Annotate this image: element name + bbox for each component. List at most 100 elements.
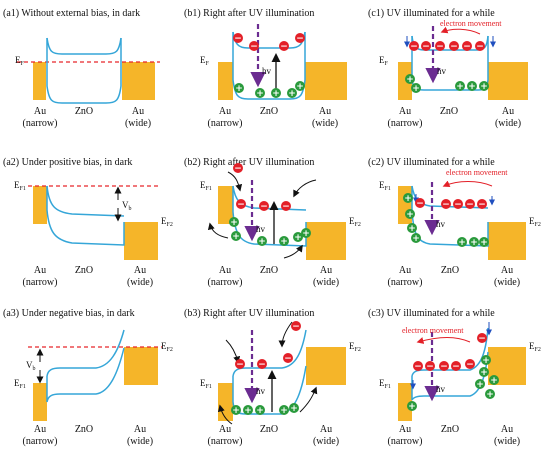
electron-sign: − bbox=[250, 42, 258, 52]
electron-sign: − bbox=[466, 360, 474, 370]
label-left-metal: Au bbox=[219, 265, 231, 276]
hole-sign: + bbox=[476, 380, 484, 390]
hole-sign: + bbox=[406, 75, 414, 85]
panel-b1: (b1) Right after UV illumination hv EF −… bbox=[184, 8, 347, 129]
label-left-metal: Au bbox=[34, 265, 46, 276]
hole-marker bbox=[403, 193, 413, 203]
hole-sign: + bbox=[486, 390, 494, 400]
hole-sign: + bbox=[406, 210, 414, 220]
electron-sign: − bbox=[440, 362, 448, 372]
electron-sign: − bbox=[282, 202, 290, 212]
fermi-label-left: EF1 bbox=[200, 378, 212, 390]
conduction-band bbox=[411, 327, 489, 377]
hole-sign: + bbox=[296, 82, 304, 92]
metal-left-narrow bbox=[218, 186, 233, 224]
label-left-width: (narrow) bbox=[388, 436, 423, 447]
hole-marker bbox=[293, 232, 303, 242]
hole-sign: + bbox=[302, 229, 310, 239]
hole-marker bbox=[301, 228, 311, 238]
hole-sign: + bbox=[412, 84, 420, 94]
hole-marker bbox=[467, 81, 477, 91]
label-right-width: (wide) bbox=[312, 118, 338, 129]
hole-sign: + bbox=[456, 82, 464, 92]
panel-b3: (b3) Right after UV illumination hv EF1 … bbox=[184, 308, 361, 447]
hole-marker bbox=[279, 236, 289, 246]
conduction-band bbox=[46, 37, 122, 55]
hole-marker bbox=[289, 403, 299, 413]
fermi-label-left: EF1 bbox=[14, 180, 26, 192]
electron-marker bbox=[462, 41, 472, 51]
label-right-metal: Au bbox=[502, 106, 514, 117]
label-semiconductor: ZnO bbox=[260, 265, 278, 276]
hole-sign: + bbox=[480, 238, 488, 248]
drift-arrow bbox=[207, 222, 229, 239]
panel-c3: (c3) UV illuminated for a while hv elect… bbox=[368, 308, 541, 447]
hole-marker bbox=[479, 81, 489, 91]
electron-sign: − bbox=[260, 202, 268, 212]
metal-left-narrow bbox=[398, 62, 412, 100]
metal-right-wide bbox=[124, 222, 158, 260]
hole-sign: + bbox=[490, 376, 498, 386]
hole-sign: + bbox=[408, 224, 416, 234]
fermi-label: EF bbox=[15, 55, 25, 67]
electron-marker bbox=[425, 361, 435, 371]
holes: ++++++ bbox=[407, 355, 499, 412]
fermi-label-right: EF2 bbox=[529, 216, 541, 228]
electron-sign: − bbox=[416, 199, 424, 209]
label-left-width: (narrow) bbox=[23, 118, 58, 129]
electron-sign: − bbox=[296, 34, 304, 44]
electron-movement-arrow bbox=[416, 337, 471, 344]
label-semiconductor: ZnO bbox=[260, 424, 278, 435]
electron-marker bbox=[279, 41, 289, 51]
hole-marker bbox=[295, 81, 305, 91]
hole-sign: + bbox=[470, 238, 478, 248]
electron-sign: − bbox=[478, 334, 486, 344]
hole-sign: + bbox=[232, 232, 240, 242]
hole-sign: + bbox=[468, 82, 476, 92]
label-left-width: (narrow) bbox=[23, 277, 58, 288]
electron-marker bbox=[439, 361, 449, 371]
panel-title: (a1) Without external bias, in dark bbox=[3, 8, 140, 19]
fermi-label-left: EF1 bbox=[14, 378, 26, 390]
electron-marker bbox=[291, 321, 301, 331]
hole-marker bbox=[287, 88, 297, 98]
label-right-metal: Au bbox=[134, 265, 146, 276]
fermi-label-right: EF2 bbox=[349, 216, 361, 228]
drift-arrow bbox=[283, 244, 303, 259]
drift-arrow bbox=[217, 404, 233, 425]
hole-sign: + bbox=[232, 406, 240, 416]
hole-marker bbox=[231, 231, 241, 241]
hole-marker bbox=[407, 223, 417, 233]
hv-label: hv bbox=[256, 386, 266, 396]
label-semiconductor: ZnO bbox=[440, 106, 458, 117]
panel-title: (c1) UV illuminated for a while bbox=[368, 8, 495, 19]
hole-sign: + bbox=[244, 406, 252, 416]
electron-marker bbox=[465, 199, 475, 209]
hv-label: hv bbox=[436, 384, 446, 394]
electron-marker bbox=[465, 359, 475, 369]
metal-right-wide bbox=[122, 62, 155, 100]
electron-marker bbox=[249, 41, 259, 51]
fermi-label-left: EF1 bbox=[200, 180, 212, 192]
hole-marker bbox=[457, 237, 467, 247]
drift-arrow bbox=[227, 171, 243, 192]
label-left-metal: Au bbox=[399, 265, 411, 276]
electron-marker bbox=[295, 33, 305, 43]
electron-movement-arrow bbox=[440, 26, 481, 35]
electron-marker bbox=[435, 41, 445, 51]
hole-marker bbox=[479, 367, 489, 377]
label-right-metal: Au bbox=[134, 424, 146, 435]
metal-left-narrow bbox=[33, 62, 46, 100]
drift-arrow bbox=[299, 386, 318, 413]
label-right-width: (wide) bbox=[495, 118, 521, 129]
panel-title: (a2) Under positive bias, in dark bbox=[3, 157, 132, 168]
panel-b2: (b2) Right after UV illumination hv EF1 … bbox=[184, 157, 361, 288]
holes: ++++++ bbox=[229, 217, 311, 247]
hole-marker bbox=[405, 74, 415, 84]
holes: +++++ bbox=[234, 81, 305, 99]
hole-marker bbox=[255, 405, 265, 415]
label-right-metal: Au bbox=[319, 106, 331, 117]
electrons: −−−− bbox=[233, 163, 291, 212]
metal-left-narrow bbox=[398, 383, 412, 421]
